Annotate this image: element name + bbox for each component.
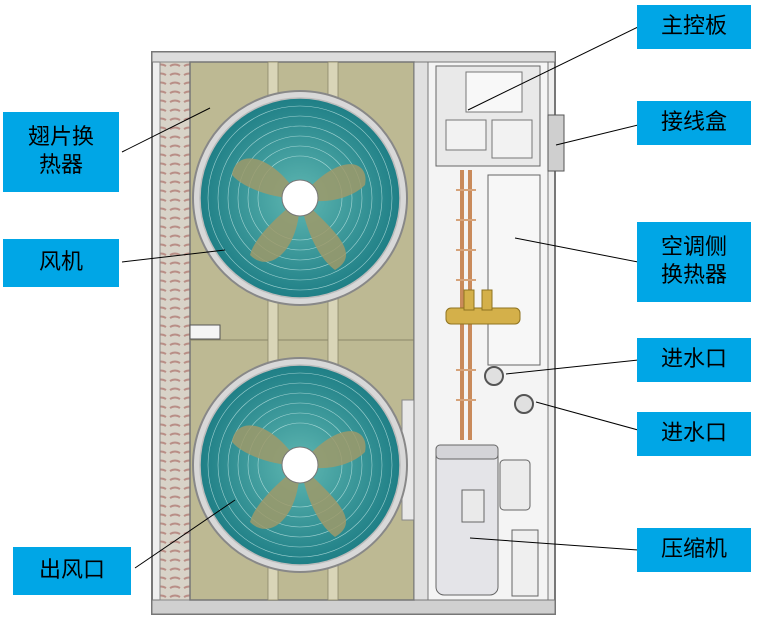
unit-base bbox=[151, 599, 556, 615]
label-air-outlet: 出风口 bbox=[13, 547, 131, 595]
fan-upper bbox=[192, 90, 408, 306]
water-inlet-2-port bbox=[514, 394, 534, 414]
label-water-inlet-2: 进水口 bbox=[637, 412, 751, 456]
label-ac-side-heat-exchanger: 空调侧 换热器 bbox=[637, 222, 751, 302]
label-water-inlet-1: 进水口 bbox=[637, 338, 751, 382]
label-fan: 风机 bbox=[3, 239, 119, 287]
water-inlet-1-port bbox=[484, 366, 504, 386]
label-compressor: 压缩机 bbox=[637, 528, 751, 572]
label-main-board: 主控板 bbox=[637, 5, 751, 49]
junction-box bbox=[547, 114, 565, 172]
fan-lower bbox=[192, 357, 408, 573]
label-junction-box: 接线盒 bbox=[637, 101, 751, 145]
fin-coil bbox=[159, 61, 191, 601]
label-fin-heat-exchanger: 翅片换 热器 bbox=[3, 112, 119, 192]
leader-lines bbox=[121, 26, 639, 569]
unit-top-bar bbox=[151, 51, 556, 63]
ac-heat-exchanger bbox=[487, 174, 541, 366]
